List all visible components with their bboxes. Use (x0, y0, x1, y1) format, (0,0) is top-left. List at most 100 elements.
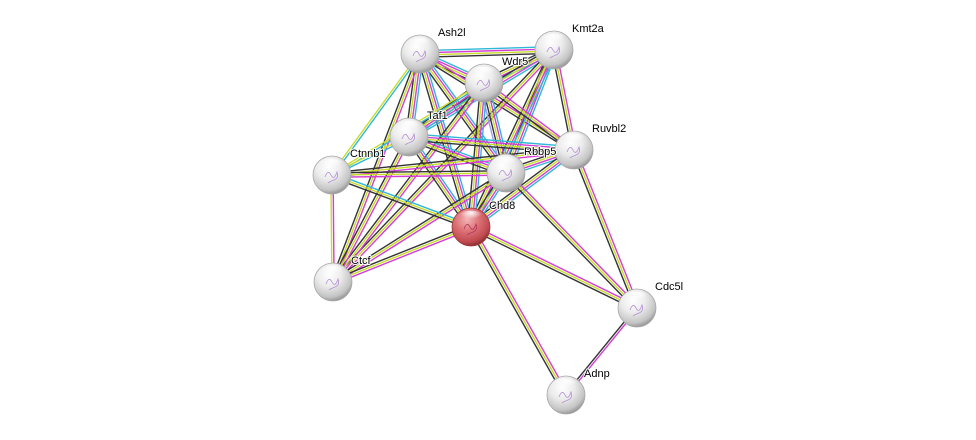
node-label: Ctcf (351, 255, 372, 267)
edge-line-experimental (471, 83, 486, 228)
node-highlight (554, 378, 578, 391)
node-label: Ash2l (438, 27, 466, 39)
protein-structure-icon (558, 390, 572, 404)
node-ruvbl2[interactable]: Ruvbl2 (554, 122, 627, 170)
edge-chd8-adnp[interactable] (468, 225, 569, 397)
node-chd8[interactable]: Chd8 (451, 199, 516, 247)
edge-line-textmining (332, 226, 472, 283)
edge-line-coexpression (416, 55, 504, 176)
edge-line-coexpression (330, 52, 419, 282)
node-highlight (562, 133, 586, 146)
edge-line-experimental (471, 150, 576, 229)
edge-line-textmining (469, 82, 484, 227)
node-wdr5[interactable]: Wdr5 (464, 55, 529, 103)
protein-structure-icon (629, 303, 643, 317)
node-label: Adnp (584, 368, 610, 380)
edge-line-experimental (332, 174, 507, 178)
protein-structure-icon (476, 78, 490, 92)
edge-line-textmining (331, 174, 472, 228)
node-taf1[interactable]: Taf1 (389, 109, 449, 157)
edge-line-textmining (331, 172, 507, 176)
node-cdc5l[interactable]: Cdc5l (617, 280, 684, 328)
node-label: Cdc5l (655, 281, 683, 293)
node-highlight (472, 66, 496, 79)
node-adnp[interactable]: Adnp (546, 367, 611, 415)
edge-line-experimental (507, 170, 640, 307)
protein-structure-icon (546, 45, 560, 59)
node-label: Rbbp5 (524, 146, 556, 158)
node-label: Ctnnb1 (350, 148, 385, 160)
edge-line-known-curated (332, 172, 473, 226)
node-label: Chd8 (489, 200, 515, 212)
protein-structure-icon (498, 168, 512, 182)
edge-line-textmining (332, 136, 410, 283)
node-highlight (321, 265, 345, 278)
protein-structure-icon (324, 170, 338, 184)
edge-line-coexpression (330, 81, 483, 282)
protein-structure-icon (566, 145, 580, 159)
edge-line-coexpression (330, 135, 408, 282)
edge-line-textmining (332, 82, 485, 283)
edge-line-experimental (333, 174, 508, 285)
edge-taf1-ctcf[interactable] (330, 135, 412, 284)
edge-line-textmining (331, 149, 575, 176)
edge-line-experimental (334, 83, 487, 284)
node-highlight (320, 158, 344, 171)
edge-line-known-curated (473, 83, 488, 228)
edge-rbbp5-cdc5l[interactable] (503, 170, 640, 311)
edge-line-textmining (469, 49, 554, 227)
edge-rbbp5-ctcf[interactable] (331, 170, 508, 285)
node-ctnnb1[interactable]: Ctnnb1 (312, 147, 386, 195)
node-label: Wdr5 (502, 56, 528, 68)
edge-line-coexpression (331, 170, 506, 174)
edge-ruvbl2-cdc5l[interactable] (571, 148, 640, 310)
node-highlight (408, 37, 432, 50)
node-highlight (459, 210, 483, 223)
node-highlight (542, 33, 566, 46)
edge-line-coexpression (467, 48, 552, 226)
edge-line-experimental (575, 148, 640, 308)
edge-rbbp5-ctnnb1[interactable] (331, 170, 507, 178)
edge-ctnnb1-chd8[interactable] (330, 172, 473, 230)
edge-line-textmining (470, 226, 567, 396)
edge-line-coexpression (503, 174, 636, 311)
protein-structure-icon (401, 132, 415, 146)
protein-structure-icon (325, 277, 339, 291)
edge-line-coexpression (420, 52, 555, 58)
edge-line-experimental (333, 228, 473, 285)
edge-line-experimental (471, 224, 639, 307)
edge-ash2l-kmt2a[interactable] (419, 46, 555, 58)
node-highlight (397, 120, 421, 133)
edge-line-coexpression (331, 147, 574, 174)
protein-structure-icon (412, 49, 426, 63)
edge-line-textmining (330, 52, 420, 175)
node-rbbp5[interactable]: Rbbp5 (486, 145, 557, 193)
edge-line-coexpression (331, 170, 506, 281)
node-highlight (625, 291, 649, 304)
edge-line-coexpression (467, 82, 482, 227)
node-ash2l[interactable]: Ash2l (400, 26, 467, 74)
edge-line-coexpression (331, 224, 471, 281)
node-ctcf[interactable]: Ctcf (313, 254, 373, 302)
edge-line-textmining (469, 148, 574, 227)
node-kmt2a[interactable]: Kmt2a (534, 22, 606, 70)
edge-line-experimental (419, 48, 554, 54)
node-label: Kmt2a (572, 23, 605, 35)
edge-chd8-ctcf[interactable] (331, 224, 473, 285)
edge-line-coexpression (418, 55, 574, 153)
node-label: Ruvbl2 (592, 123, 626, 135)
edge-ash2l-ctnnb1[interactable] (330, 52, 422, 177)
edge-line-experimental (334, 51, 557, 285)
node-highlight (494, 156, 518, 169)
edge-line-textmining (332, 172, 507, 283)
edge-line-textmining (408, 137, 574, 152)
edge-wdr5-chd8[interactable] (467, 82, 488, 228)
edge-line-coexpression (330, 176, 471, 230)
edge-line-textmining (505, 172, 638, 309)
edge-line-coexpression (469, 228, 637, 311)
node-label: Taf1 (427, 110, 448, 122)
edge-wdr5-ctcf[interactable] (330, 81, 487, 284)
edge-chd8-cdc5l[interactable] (469, 224, 639, 311)
